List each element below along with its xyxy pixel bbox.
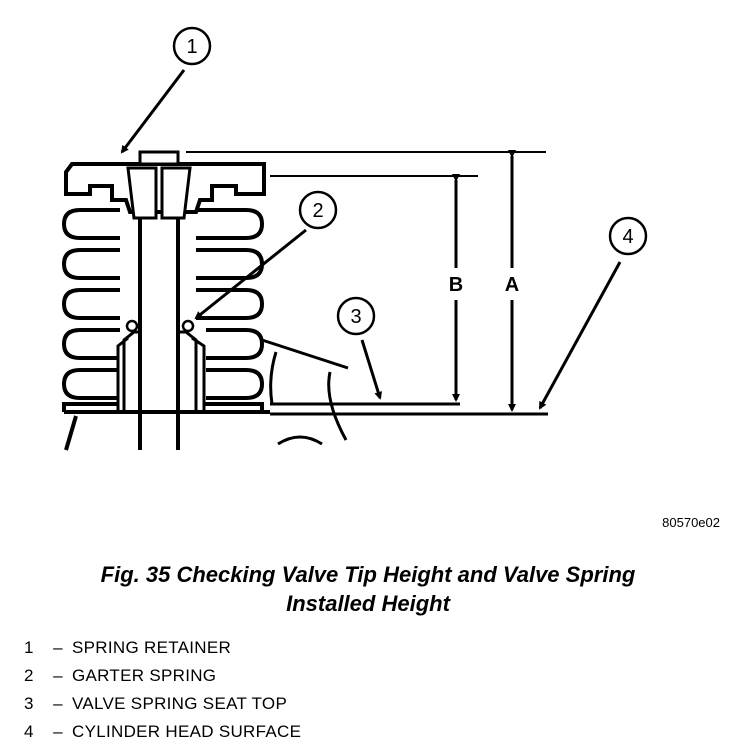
dimension-reference-lines <box>186 151 546 177</box>
legend-dash: – <box>53 638 63 657</box>
dimension-label-b: B <box>449 274 463 296</box>
leader-3 <box>360 339 383 400</box>
callout-2: 2 <box>298 190 338 230</box>
legend-label: SPRING RETAINER <box>72 638 232 657</box>
legend-list: 1–SPRING RETAINER 2–GARTER SPRING 3–VALV… <box>24 634 301 746</box>
callout-2-number: 2 <box>312 200 323 222</box>
valve-spring-diagram: A B 1 2 3 4 <box>61 26 648 451</box>
legend-item: 1–SPRING RETAINER <box>24 634 301 662</box>
valve-stem <box>138 218 180 450</box>
legend-number: 3 <box>24 694 34 713</box>
dimension-label-a: A <box>505 274 519 296</box>
leader-1 <box>120 69 186 154</box>
legend-number: 1 <box>24 638 34 657</box>
legend-label: GARTER SPRING <box>72 666 217 685</box>
cylinder-head-surface <box>261 338 548 446</box>
legend-dash: – <box>53 694 63 713</box>
callout-3-number: 3 <box>350 306 361 328</box>
legend-item: 3–VALVE SPRING SEAT TOP <box>24 690 301 718</box>
leader-4 <box>538 261 622 410</box>
callout-4-number: 4 <box>622 226 633 248</box>
legend-item: 4–CYLINDER HEAD SURFACE <box>24 718 301 746</box>
legend-item: 2–GARTER SPRING <box>24 662 301 690</box>
callout-4: 4 <box>608 216 648 256</box>
leader-2 <box>194 228 307 320</box>
figure-code: 80570e02 <box>662 515 720 530</box>
legend-number: 4 <box>24 722 34 741</box>
valve-stem-seal <box>116 330 206 412</box>
valve-keepers <box>126 166 192 220</box>
caption-line-1: Fig. 35 Checking Valve Tip Height and Va… <box>100 562 636 587</box>
callout-3: 3 <box>336 296 376 336</box>
valve-tip <box>138 150 180 166</box>
callout-1-number: 1 <box>186 36 197 58</box>
legend-number: 2 <box>24 666 34 685</box>
garter-spring <box>125 319 195 333</box>
caption-line-2: Installed Height <box>286 591 450 616</box>
figure-caption: Fig. 35 Checking Valve Tip Height and Va… <box>0 560 736 618</box>
callout-1: 1 <box>172 26 212 66</box>
spring-seat <box>62 402 270 451</box>
legend-label: VALVE SPRING SEAT TOP <box>72 694 288 713</box>
legend-dash: – <box>53 666 63 685</box>
legend-label: CYLINDER HEAD SURFACE <box>72 722 302 741</box>
leader-arrows <box>120 69 622 410</box>
legend-dash: – <box>53 722 63 741</box>
valve-spring-coils <box>61 208 265 400</box>
